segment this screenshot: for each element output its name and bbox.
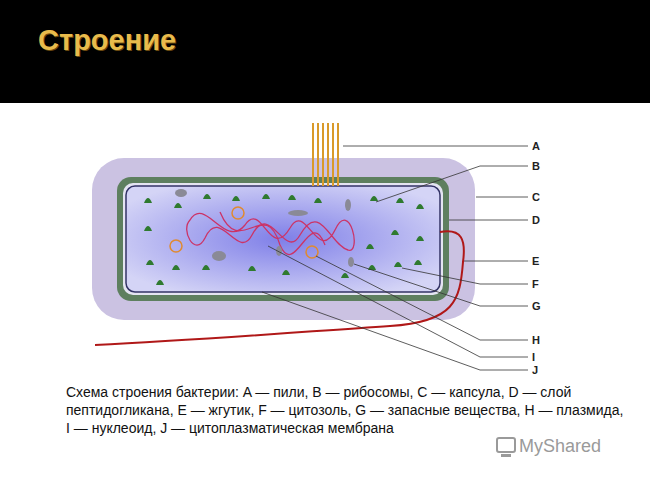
title-band — [0, 0, 650, 103]
watermark-icon — [497, 438, 515, 457]
capsule — [92, 158, 475, 320]
periplasm — [123, 183, 443, 295]
pili — [313, 123, 338, 186]
storage-granules — [175, 189, 354, 267]
callout-letter: D — [532, 214, 540, 226]
plasmids — [170, 207, 318, 258]
ribosomes — [144, 194, 424, 285]
leader-lines — [262, 146, 528, 370]
cytoplasm — [126, 186, 440, 292]
callout-letter: H — [532, 334, 540, 346]
callout-letter: B — [532, 160, 540, 172]
peptidoglycan-layer — [117, 177, 449, 301]
callout-letter: G — [532, 300, 541, 312]
slide-title: Строение — [38, 24, 176, 57]
callout-letter: I — [532, 351, 535, 363]
nucleoid — [187, 213, 355, 250]
callout-letter: A — [532, 140, 540, 152]
flagellum — [95, 231, 464, 345]
callout-letter: C — [532, 191, 540, 203]
figure-caption: Схема строения бактерии: A — пили, B — р… — [66, 383, 626, 437]
callout-letter: F — [532, 278, 539, 290]
callout-letter: J — [532, 364, 538, 376]
watermark: MyShared — [519, 436, 601, 456]
callout-letter: E — [532, 255, 539, 267]
